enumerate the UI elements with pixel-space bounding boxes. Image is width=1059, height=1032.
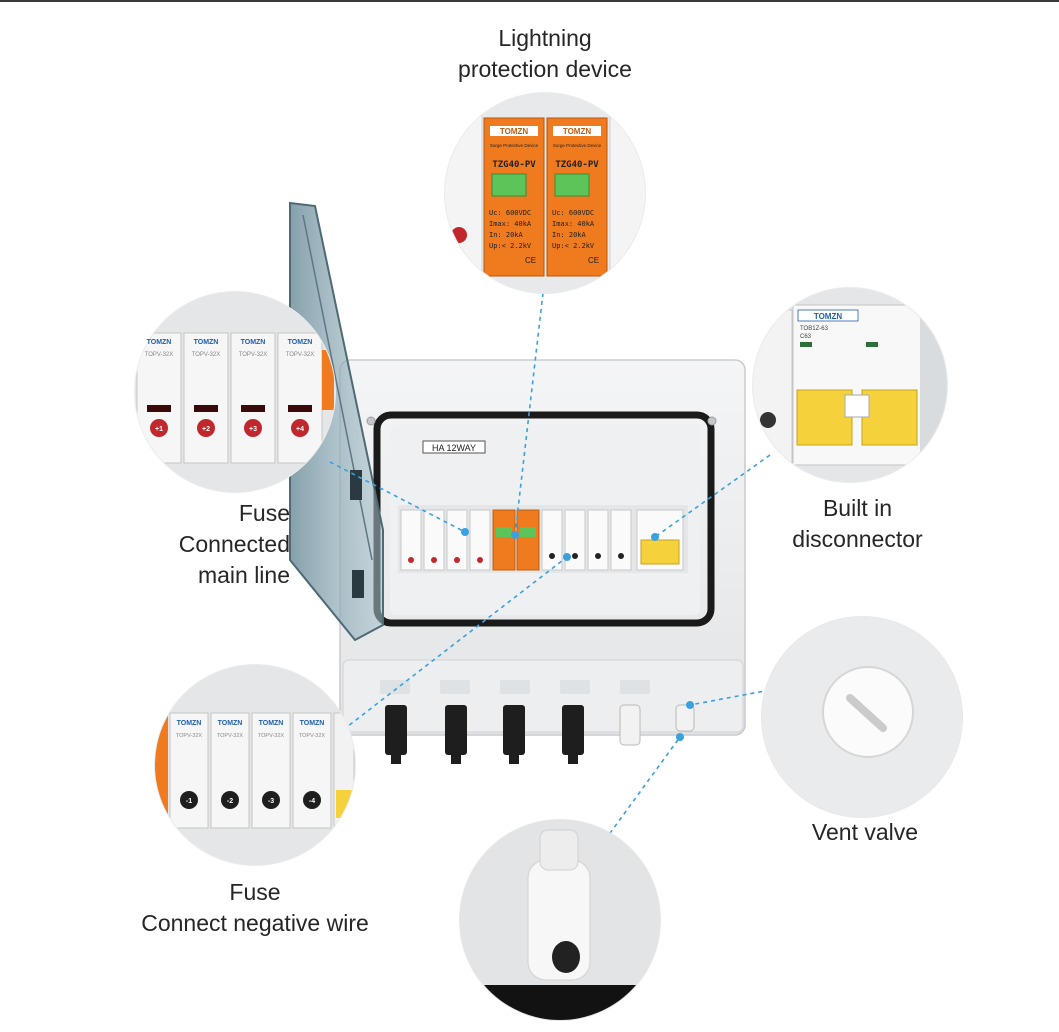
spd-uc-2: Uc: 600VDC xyxy=(552,209,594,217)
label-fuse-negative-wire: Fuse Connect negative wire xyxy=(120,877,390,939)
fuse-main-brand-1: TOMZN xyxy=(147,339,172,346)
spd-model-1: TZG40-PV xyxy=(492,160,536,170)
spd-imax-1: Imax: 40kA xyxy=(489,220,532,228)
spd-ce-1: CE xyxy=(525,256,536,265)
fuse-main-model-3: TOPV-32X xyxy=(239,352,268,358)
zoom-disconnector: TOMZN TOB1Z-63 C63 xyxy=(752,287,948,483)
disconnector-model: TOB1Z-63 xyxy=(800,326,829,332)
fuse-neg-model-4: TOPV-32X xyxy=(299,733,326,739)
top-border-line xyxy=(0,0,1059,2)
spd-ce-2: CE xyxy=(588,256,599,265)
label-lightning-line2: protection device xyxy=(458,56,632,82)
spd-brand-2: TOMZN xyxy=(563,127,592,136)
zoom-lightning-protection: TOMZN TOMZN Surge Protective Device Surg… xyxy=(444,92,646,294)
spd-in-1: In: 20kA xyxy=(489,231,524,239)
fuse-neg-model-2: TOPV-32X xyxy=(217,733,244,739)
spd-subtitle-1: Surge Protective Device xyxy=(490,143,539,148)
label-fuse-main-line: Fuse Connected main line xyxy=(130,498,290,591)
spd-subtitle-2: Surge Protective Device xyxy=(553,143,602,148)
label-builtin-line1: Built in xyxy=(822,495,893,521)
spd-up-2: Up:< 2.2kV xyxy=(552,242,595,250)
zoom-fuse-negative: TOMZN TOMZN TOMZN TOMZN TOPV-32X TOPV-32… xyxy=(154,664,356,866)
fuse-neg-model-3: TOPV-32X xyxy=(258,733,285,739)
zoom-fuse-main-line: TOMZN TOMZN TOMZN TOMZN TOPV-32X TOPV-32… xyxy=(134,291,336,493)
fuse-neg-brand-4: TOMZN xyxy=(300,720,325,727)
fuse-main-model-1: TOPV-32X xyxy=(145,352,174,358)
label-built-in-disconnector: Built in disconnector xyxy=(770,493,945,555)
label-vent-line1: Vent valve xyxy=(811,819,919,845)
fuse-mark-plus4: +4 xyxy=(296,426,304,433)
box-disconnector xyxy=(636,509,684,571)
fuse-main-model-4: TOPV-32X xyxy=(286,352,315,358)
label-lightning-line1: Lightning xyxy=(498,25,592,51)
label-fuse-neg-line2: Connect negative wire xyxy=(141,910,369,936)
fuse-mark-plus1: +1 xyxy=(155,426,163,433)
box-surge-protector xyxy=(492,509,540,571)
label-fuse-main-line2: Connected xyxy=(178,531,290,557)
fuse-neg-brand-2: TOMZN xyxy=(218,720,243,727)
leader-dots xyxy=(461,528,694,741)
fuse-mark-minus3: -3 xyxy=(268,798,274,805)
spd-imax-2: Imax: 40kA xyxy=(552,220,595,228)
fuse-mark-minus1: -1 xyxy=(186,798,192,805)
leader-lines xyxy=(329,292,771,841)
label-builtin-line2: disconnector xyxy=(792,526,923,552)
fuse-main-model-2: TOPV-32X xyxy=(192,352,221,358)
zoom-cable-gland xyxy=(459,819,661,1021)
fuse-mark-plus3: +3 xyxy=(249,426,257,433)
fuse-mark-minus4: -4 xyxy=(309,798,315,805)
zoom-vent-valve xyxy=(761,616,963,818)
fuse-main-brand-4: TOMZN xyxy=(288,339,313,346)
fuse-neg-brand-1: TOMZN xyxy=(177,720,202,727)
fuse-main-brand-3: TOMZN xyxy=(241,339,266,346)
label-fuse-main-line1: Fuse xyxy=(238,500,290,526)
box-connectors xyxy=(385,704,695,764)
disconnector-brand: TOMZN xyxy=(814,312,843,321)
box-model-label: HA 12WAY xyxy=(432,443,476,453)
spd-uc-1: Uc: 600VDC xyxy=(489,209,531,217)
label-fuse-neg-line1: Fuse xyxy=(229,879,281,905)
disconnector-rating: C63 xyxy=(800,334,812,340)
spd-in-2: In: 20kA xyxy=(552,231,587,239)
fuse-neg-brand-3: TOMZN xyxy=(259,720,284,727)
label-fuse-main-line3: main line xyxy=(197,562,290,588)
fuse-neg-model-1: TOPV-32X xyxy=(176,733,203,739)
fuse-main-brand-2: TOMZN xyxy=(194,339,219,346)
fuse-mark-minus2: -2 xyxy=(227,798,233,805)
label-lightning-protection: Lightning protection device xyxy=(420,23,670,85)
spd-model-2: TZG40-PV xyxy=(555,160,599,170)
fuse-mark-plus2: +2 xyxy=(202,426,210,433)
spd-brand-1: TOMZN xyxy=(500,127,529,136)
spd-up-1: Up:< 2.2kV xyxy=(489,242,532,250)
transparent-door xyxy=(289,201,384,642)
label-vent-valve: Vent valve xyxy=(780,817,950,848)
